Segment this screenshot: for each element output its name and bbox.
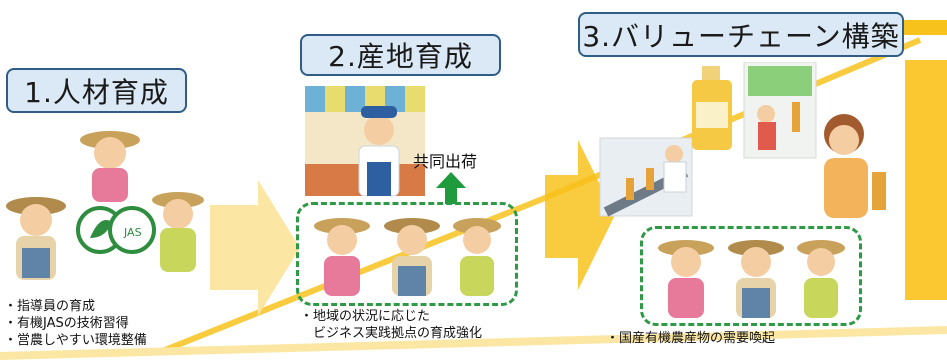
chevron-arrow-1 — [210, 180, 300, 316]
note-line: ・指導員の育成 — [4, 299, 96, 314]
jas-logo-text: JAS — [123, 226, 142, 239]
factory-illustration — [599, 137, 693, 217]
note-line: ビジネス実践拠点の育成強化 — [300, 326, 483, 341]
farmer-icon — [80, 131, 140, 202]
juice-bottle-illustration — [692, 66, 732, 150]
stage-1-title: 1.人材育成 — [6, 68, 187, 113]
note-line: ・国産有機農産物の需要喚起 — [606, 331, 776, 346]
farmer-icon — [658, 240, 714, 318]
farmer-icon — [152, 192, 204, 272]
chevron-arrow-3 — [905, 60, 947, 300]
up-arrow-icon — [436, 172, 466, 204]
stage-2-farmers — [314, 218, 501, 296]
stage-3-title: 3.バリューチェーン構築 — [578, 12, 904, 57]
farmer-icon — [314, 218, 370, 296]
stage-1-illustration: JAS — [6, 131, 204, 280]
note-line: ・営農しやすい環境整備 — [4, 333, 147, 348]
farmer-icon — [453, 218, 501, 296]
chevron-arrow-2 — [545, 140, 615, 290]
note-line: ・地域の状況に応じた — [300, 309, 431, 324]
farmer-icon — [728, 240, 784, 318]
stage-2-title: 2.産地育成 — [300, 34, 501, 76]
jas-logo — [76, 206, 156, 254]
farmer-icon — [384, 218, 440, 296]
stage-1-notes: ・指導員の育成 ・有機JASの技術習得 ・営農しやすい環境整備 — [4, 298, 147, 349]
stage-2-farmer-group — [296, 202, 518, 306]
baseline-bar — [0, 326, 947, 360]
stage-2-notes: ・地域の状況に応じた ビジネス実践拠点の育成強化 — [300, 308, 482, 342]
stage-3-illustration — [599, 62, 886, 218]
stage-3-farmer-group — [640, 226, 862, 326]
joint-shipping-label: 共同出荷 — [413, 152, 478, 171]
stage-3-notes: ・国産有機農産物の需要喚起 — [606, 330, 775, 347]
consumer-illustration — [824, 114, 886, 218]
farmer-icon — [6, 197, 66, 280]
note-line: ・有機JASの技術習得 — [4, 316, 129, 331]
shop-illustration — [743, 62, 817, 159]
market-stall-illustration — [305, 86, 425, 196]
farmer-icon — [797, 240, 845, 318]
stage-3-farmers — [658, 240, 845, 318]
